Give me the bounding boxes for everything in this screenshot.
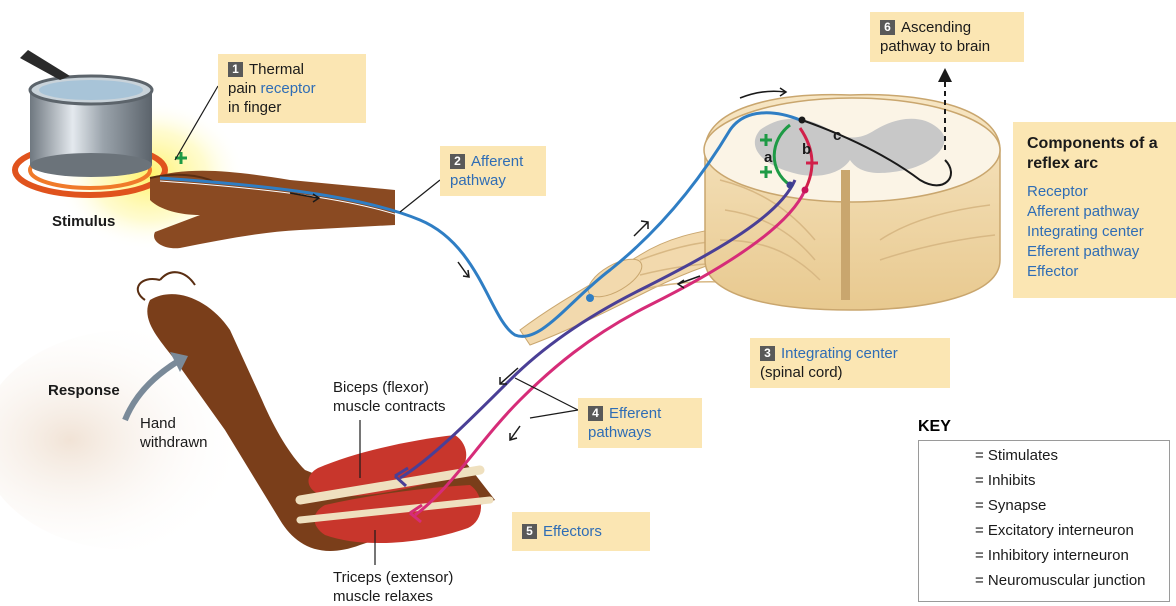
step3-number: 3 [760,346,775,361]
key-row-stimulates: = Stimulates [975,447,1058,464]
step4-line1: Efferent [609,405,661,422]
component-item: Integrating center [1027,222,1176,242]
step5-box: 5 Effectors [512,512,650,551]
step4-number: 4 [588,406,603,421]
component-item: Receptor [1027,182,1176,202]
hot-pot [20,50,152,177]
triceps-line2: muscle relaxes [333,588,433,605]
cord-label-b: b [802,140,811,159]
components-title-line2: reflex arc [1027,155,1098,172]
stimulus-label: Stimulus [52,212,115,231]
hand-line2: withdrawn [140,434,208,451]
components-title: Components of a reflex arc [1027,134,1176,174]
step6-line2: pathway to brain [880,38,990,55]
step4-box: 4 Efferent pathways [578,398,702,448]
hand-line1: Hand [140,415,176,432]
step1-line3: in finger [228,99,281,116]
key-row-synapse: = Synapse [975,497,1046,514]
step2-number: 2 [450,154,465,169]
key-row-inhibits: = Inhibits [975,472,1035,489]
step6-box: 6 Ascending pathway to brain [870,12,1024,62]
step2-line2: pathway [450,172,506,189]
component-item: Efferent pathway [1027,242,1176,262]
step2-line1: Afferent [471,153,523,170]
key-title: KEY [918,418,951,436]
key-row-excitatory: = Excitatory interneuron [975,522,1134,539]
key-row-inhibitory: = Inhibitory interneuron [975,547,1129,564]
hand-stimulus [150,171,395,249]
components-box: Components of a reflex arc Receptor Affe… [1013,122,1176,298]
step1-line1: Thermal [249,61,304,78]
hand-withdrawn-label: Hand withdrawn [140,414,208,452]
key-box: = Stimulates = Inhibits = Synapse = Exci… [918,440,1170,602]
biceps-line2: muscle contracts [333,398,446,415]
step2-box: 2 Afferent pathway [440,146,546,196]
biceps-line1: Biceps (flexor) [333,379,429,396]
step6-line1: Ascending [901,19,971,36]
key-row-neuromuscular: = Neuromuscular junction [975,572,1146,589]
ganglion-dot [586,294,594,302]
cord-label-c: c [833,126,841,145]
step1-line2a: pain [228,80,261,97]
triceps-line1: Triceps (extensor) [333,569,453,586]
component-item: Effector [1027,262,1176,282]
step5-line1: Effectors [543,523,602,540]
step4-line2: pathways [588,424,651,441]
step3-line2: (spinal cord) [760,364,843,381]
biceps-label: Biceps (flexor) muscle contracts [333,378,446,416]
step6-number: 6 [880,20,895,35]
components-title-line1: Components of a [1027,135,1158,152]
step1-number: 1 [228,62,243,77]
step1-box: 1 Thermal pain receptor in finger [218,54,366,123]
step5-number: 5 [522,524,537,539]
step3-box: 3 Integrating center (spinal cord) [750,338,950,388]
step3-line1: Integrating center [781,345,898,362]
step1-receptor: receptor [261,80,316,97]
component-item: Afferent pathway [1027,202,1176,222]
triceps-label: Triceps (extensor) muscle relaxes [333,568,453,606]
cord-label-a: a [764,148,772,167]
response-label: Response [48,381,120,400]
spinal-cord [704,95,1000,310]
